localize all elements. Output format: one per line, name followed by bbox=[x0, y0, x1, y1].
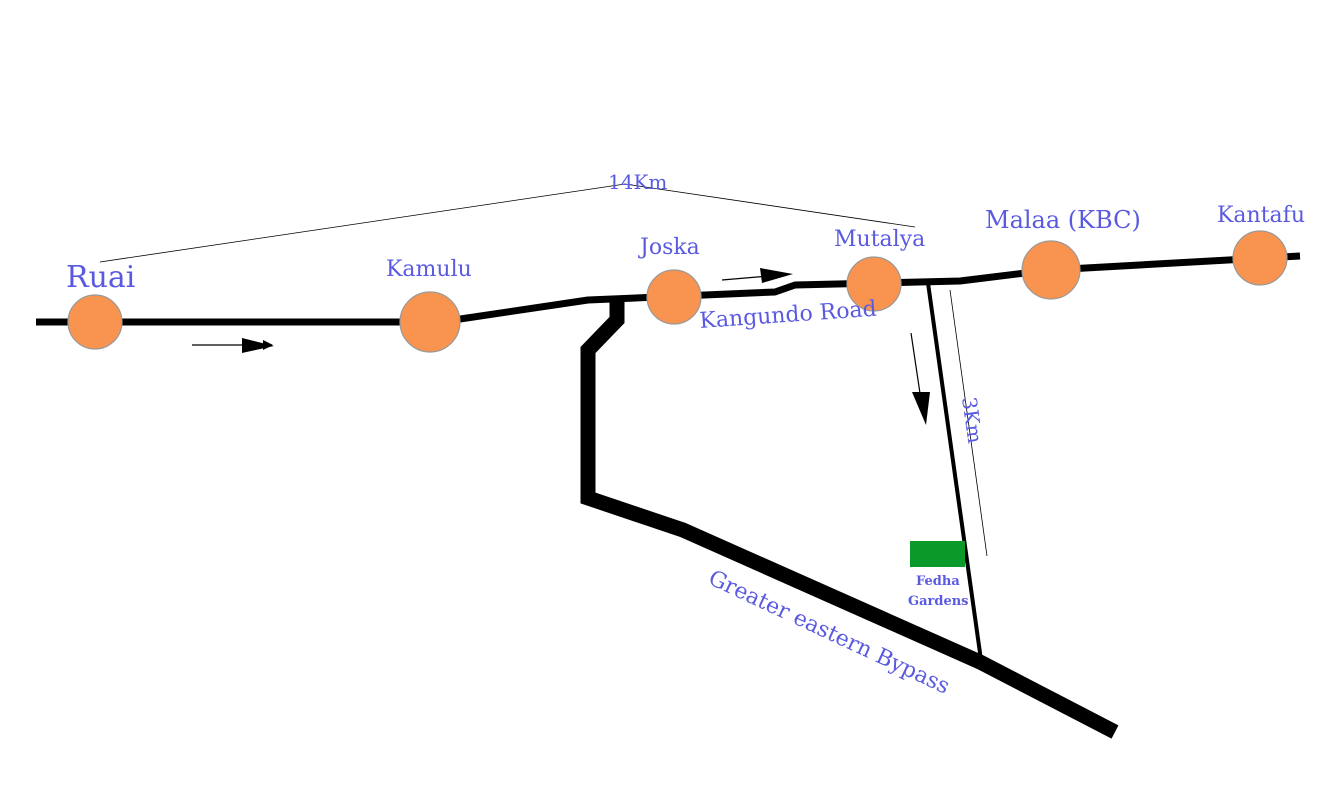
bypass-road bbox=[580, 302, 1119, 739]
town-label-kamulu: Kamulu bbox=[386, 257, 472, 282]
direction-arrow-3 bbox=[910, 332, 922, 401]
town-marker-kamulu bbox=[399, 291, 461, 353]
distance-label-14km: 14Km bbox=[608, 170, 667, 194]
distance-line-14km bbox=[99, 183, 916, 263]
direction-arrow-2-head bbox=[760, 268, 793, 283]
poi-label-line2: Gardens bbox=[908, 594, 969, 609]
distance-label-3km: 3Km bbox=[957, 395, 987, 445]
distance-line-3km bbox=[949, 289, 988, 557]
town-label-mutalya: Mutalya bbox=[834, 227, 925, 252]
town-marker-kantafu bbox=[1232, 230, 1288, 286]
direction-arrow-3-head bbox=[912, 392, 930, 425]
town-marker-ruai bbox=[67, 294, 123, 350]
fedha-access-road bbox=[926, 282, 983, 661]
town-label-kantafu: Kantafu bbox=[1217, 203, 1305, 228]
town-marker-mutalya bbox=[846, 256, 902, 312]
fedha-gardens-marker bbox=[910, 541, 965, 567]
town-marker-malaa bbox=[1021, 240, 1081, 300]
town-marker-joska bbox=[646, 269, 702, 325]
town-label-malaa: Malaa (KBC) bbox=[985, 206, 1141, 234]
direction-arrow-1-head bbox=[242, 338, 274, 353]
poi-label-line1: Fedha bbox=[916, 574, 960, 589]
town-label-joska: Joska bbox=[638, 235, 700, 260]
road-label-kangundo: Kangundo Road bbox=[699, 297, 878, 334]
town-label-ruai: Ruai bbox=[66, 260, 135, 295]
